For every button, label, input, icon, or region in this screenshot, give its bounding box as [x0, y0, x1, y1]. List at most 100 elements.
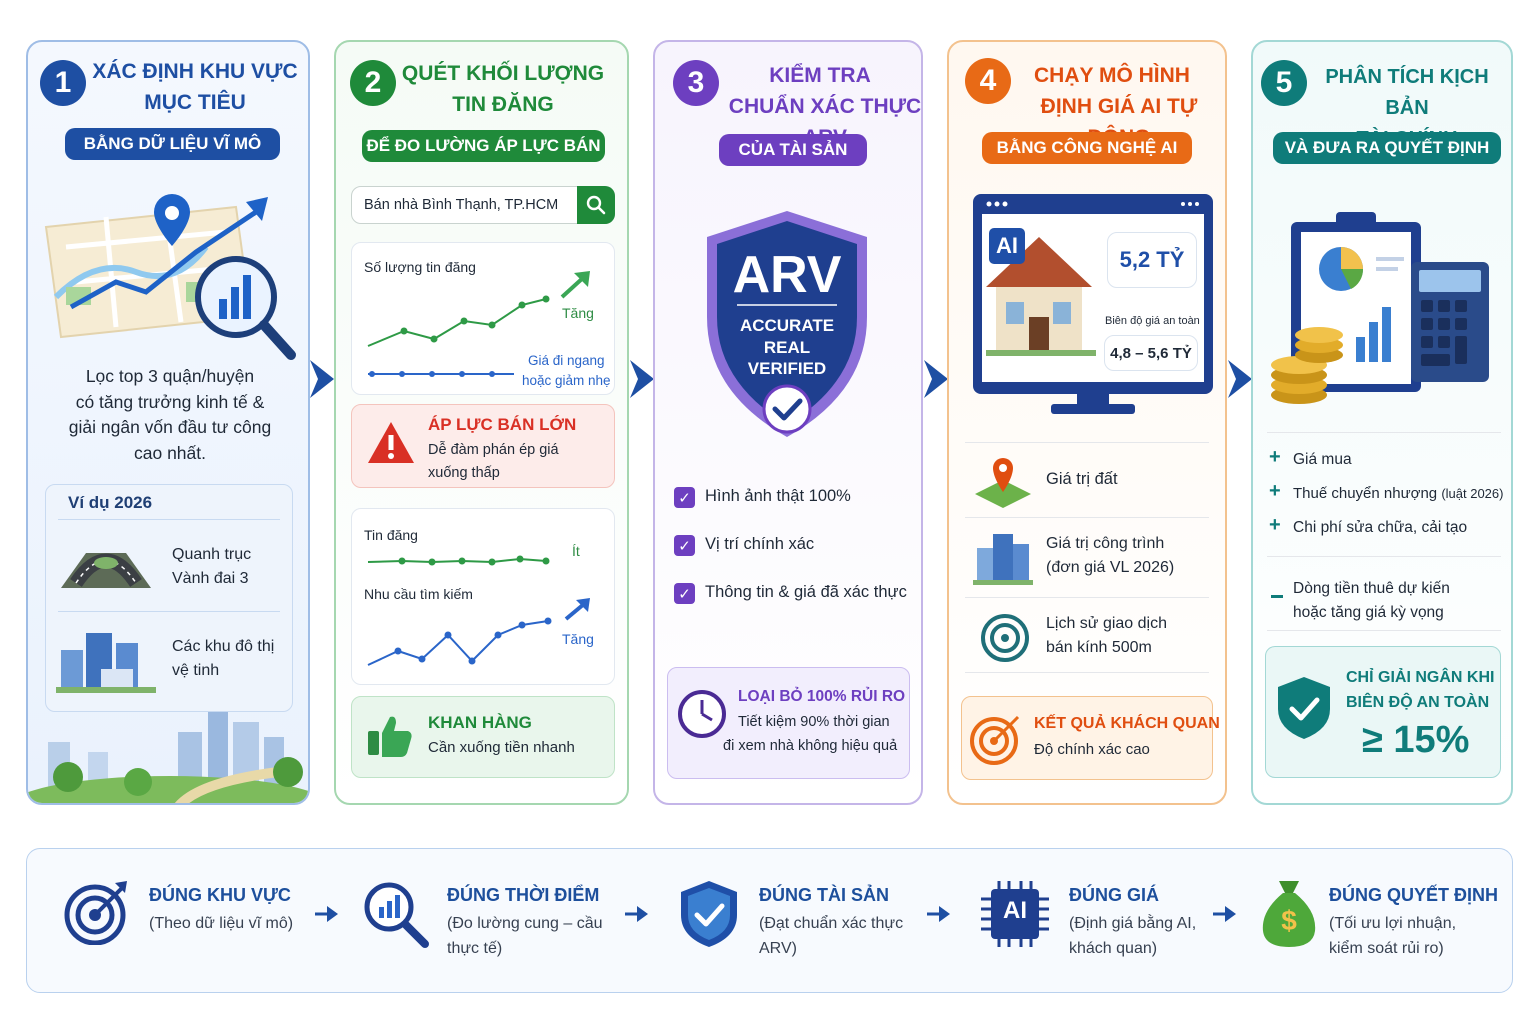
- step-1-panel: 1 XÁC ĐỊNH KHU VỰC MỤC TIÊU BẰNG DỮ LIỆU…: [26, 40, 310, 805]
- finance-illustration: [1271, 212, 1489, 404]
- money-bag-icon: [1262, 881, 1316, 947]
- monitor-icon: [973, 194, 1213, 414]
- example-item-satellite-towns: Các khu đô thị vệ tinh: [172, 638, 275, 679]
- chart-title: Tin đăng: [364, 527, 418, 543]
- summary-text: (Định giá bằng AI,: [1069, 915, 1197, 932]
- example-title: Ví dụ 2026: [68, 493, 153, 512]
- price-value: 5,2 TỶ: [1119, 247, 1185, 272]
- target-icon: [970, 715, 1020, 765]
- clock-icon: [678, 690, 726, 738]
- plus-icon: +: [1269, 480, 1281, 502]
- summary-title: ĐÚNG GIÁ: [1069, 885, 1159, 905]
- summary-title: ĐÚNG TÀI SẢN: [759, 885, 889, 905]
- range-card: 4,8 – 5,6 TỶ: [1104, 335, 1198, 371]
- step-4-panel: 4 CHẠY MÔ HÌNH ĐỊNH GIÁ AI TỰ ĐỘNG BẰNG …: [947, 40, 1227, 805]
- summary-text: (Tối ưu lợi nhuận,: [1329, 915, 1457, 932]
- house-icon: [986, 237, 1096, 356]
- city-skyline-icon: [28, 712, 308, 803]
- callout-text: Cần xuống tiền nhanh: [428, 739, 575, 756]
- callout-title: LOẠI BỎ 100% RỦI RO: [738, 688, 906, 705]
- step-number: 3: [673, 60, 719, 106]
- checkbox-icon: ✓: [674, 535, 695, 556]
- price-card: 5,2 TỶ: [1107, 232, 1197, 288]
- income-item: Dòng tiền thuê dự kiến hoặc tăng giá kỳ …: [1293, 580, 1450, 621]
- search-bar[interactable]: Bán nhà Bình Thạnh, TP.HCM: [351, 186, 615, 224]
- callout-title: ÁP LỰC BÁN LỚN: [428, 415, 577, 434]
- plus-icon: +: [1269, 514, 1281, 536]
- arrow-right-icon: [927, 906, 950, 922]
- ai-badge: AI: [989, 228, 1025, 264]
- low-label: Ít: [572, 543, 580, 559]
- flat-label-line2: hoặc giảm nhẹ: [522, 373, 611, 388]
- cost-item: Giá mua: [1293, 451, 1352, 468]
- shield-icon: [707, 211, 867, 437]
- flow-arrow-icon: [924, 360, 948, 398]
- cost-item: Thuế chuyển nhượng (luật 2026): [1293, 485, 1504, 502]
- dollar-sign: $: [1281, 905, 1297, 936]
- shield-subtitle: ACCURATE REAL VERIFIED: [739, 316, 835, 378]
- up-label: Tăng: [562, 305, 594, 321]
- summary-title: ĐÚNG THỜI ĐIỂM: [447, 885, 600, 905]
- calculator-icon: [1411, 262, 1489, 382]
- summary-text: khách quan): [1069, 940, 1158, 957]
- checkbox-icon: ✓: [674, 583, 695, 604]
- map-pin-icon: [154, 194, 190, 246]
- valuation-item-land: Giá trị đất: [1046, 470, 1118, 488]
- ai-chip-label: AI: [1003, 897, 1027, 924]
- step-subtitle-pill: CỦA TÀI SẢN: [719, 134, 867, 166]
- location-pin-icon: [975, 458, 1031, 508]
- coins-icon: [1271, 327, 1343, 404]
- magnifier-chart-icon: [195, 256, 296, 360]
- magnifier-chart-icon: [364, 882, 429, 948]
- chart-title-demand: Nhu cầu tìm kiếm: [364, 586, 473, 602]
- step-subtitle-pill: ĐỂ ĐO LƯỜNG ÁP LỰC BÁN: [362, 130, 605, 162]
- example-card: Ví dụ 2026 Quanh trục Vành đai 3: [45, 484, 293, 712]
- buildings-icon: [56, 633, 156, 693]
- warning-icon: [368, 422, 414, 463]
- sell-pressure-callout: ÁP LỰC BÁN LỚN Dễ đàm phán ép giá xuống …: [351, 404, 615, 488]
- checkbox-icon: ✓: [674, 487, 695, 508]
- callout-text-line1: Tiết kiệm 90% thời gian: [738, 714, 890, 730]
- listing-volume-chart: Số lượng tin đăng Tăng Giá đi ngang hoặc…: [351, 242, 615, 395]
- callout-title: KHAN HÀNG: [428, 713, 532, 732]
- cost-item: Chi phí sửa chữa, cải tạo: [1293, 519, 1468, 536]
- road-icon: [61, 553, 151, 588]
- callout-text: Độ chính xác cao: [1034, 741, 1150, 758]
- summary-title: ĐÚNG QUYẾT ĐỊNH: [1329, 885, 1499, 905]
- up-label: Tăng: [562, 631, 594, 647]
- range-value: 4,8 – 5,6 TỶ: [1110, 345, 1192, 362]
- step-subtitle-pill: BẰNG CÔNG NGHỆ AI: [982, 132, 1192, 164]
- step-title: QUÉT KHỐI LƯỢNG TIN ĐĂNG: [401, 62, 605, 116]
- step-title: XÁC ĐỊNH KHU VỰC MỤC TIÊU: [92, 60, 298, 114]
- flow-arrow-icon: [1228, 360, 1252, 398]
- summary-text: ARV): [759, 940, 797, 957]
- target-icon: [64, 881, 127, 945]
- decision-callout: CHỈ GIẢI NGÂN KHI BIÊN ĐỘ AN TOÀN ≥ 15%: [1265, 646, 1501, 778]
- building-icon: [973, 534, 1033, 585]
- valuation-item-construction: Giá trị công trình (đơn giá VL 2026): [1046, 535, 1175, 576]
- summary-text: (Đo lường cung – cầu: [447, 915, 603, 932]
- shield-check-icon: [681, 881, 737, 947]
- step-subtitle-pill: VÀ ĐƯA RA QUYẾT ĐỊNH: [1273, 132, 1501, 164]
- callout-value: ≥ 15%: [1362, 719, 1470, 761]
- search-input[interactable]: Bán nhà Bình Thạnh, TP.HCM: [364, 197, 559, 213]
- search-button[interactable]: [577, 186, 615, 224]
- shield-check-icon: [1278, 677, 1330, 739]
- plus-icon: +: [1269, 446, 1281, 468]
- radar-icon: [981, 614, 1029, 662]
- step-number: 1: [40, 60, 86, 106]
- callout-text-line2: đi xem nhà không hiệu quả: [723, 738, 898, 754]
- step-number: 4: [965, 58, 1011, 104]
- arrow-right-icon: [1213, 906, 1236, 922]
- summary-title: ĐÚNG KHU VỰC: [149, 885, 291, 905]
- chart-title: Số lượng tin đăng: [364, 259, 476, 275]
- callout-text: Dễ đàm phán ép giá xuống thấp: [428, 442, 559, 481]
- trend-arrow-icon: [69, 209, 258, 310]
- pie-chart-icon: [1319, 247, 1364, 291]
- supply-demand-chart: Tin đăng Nhu cầu tìm kiếm Ít Tăng: [351, 508, 615, 685]
- callout-line1: CHỈ GIẢI NGÂN KHI: [1346, 669, 1495, 686]
- summary-text: kiểm soát rủi ro): [1329, 940, 1444, 957]
- search-icon: [586, 195, 606, 215]
- valuation-item-history: Lịch sử giao dịch bán kính 500m: [1046, 615, 1167, 656]
